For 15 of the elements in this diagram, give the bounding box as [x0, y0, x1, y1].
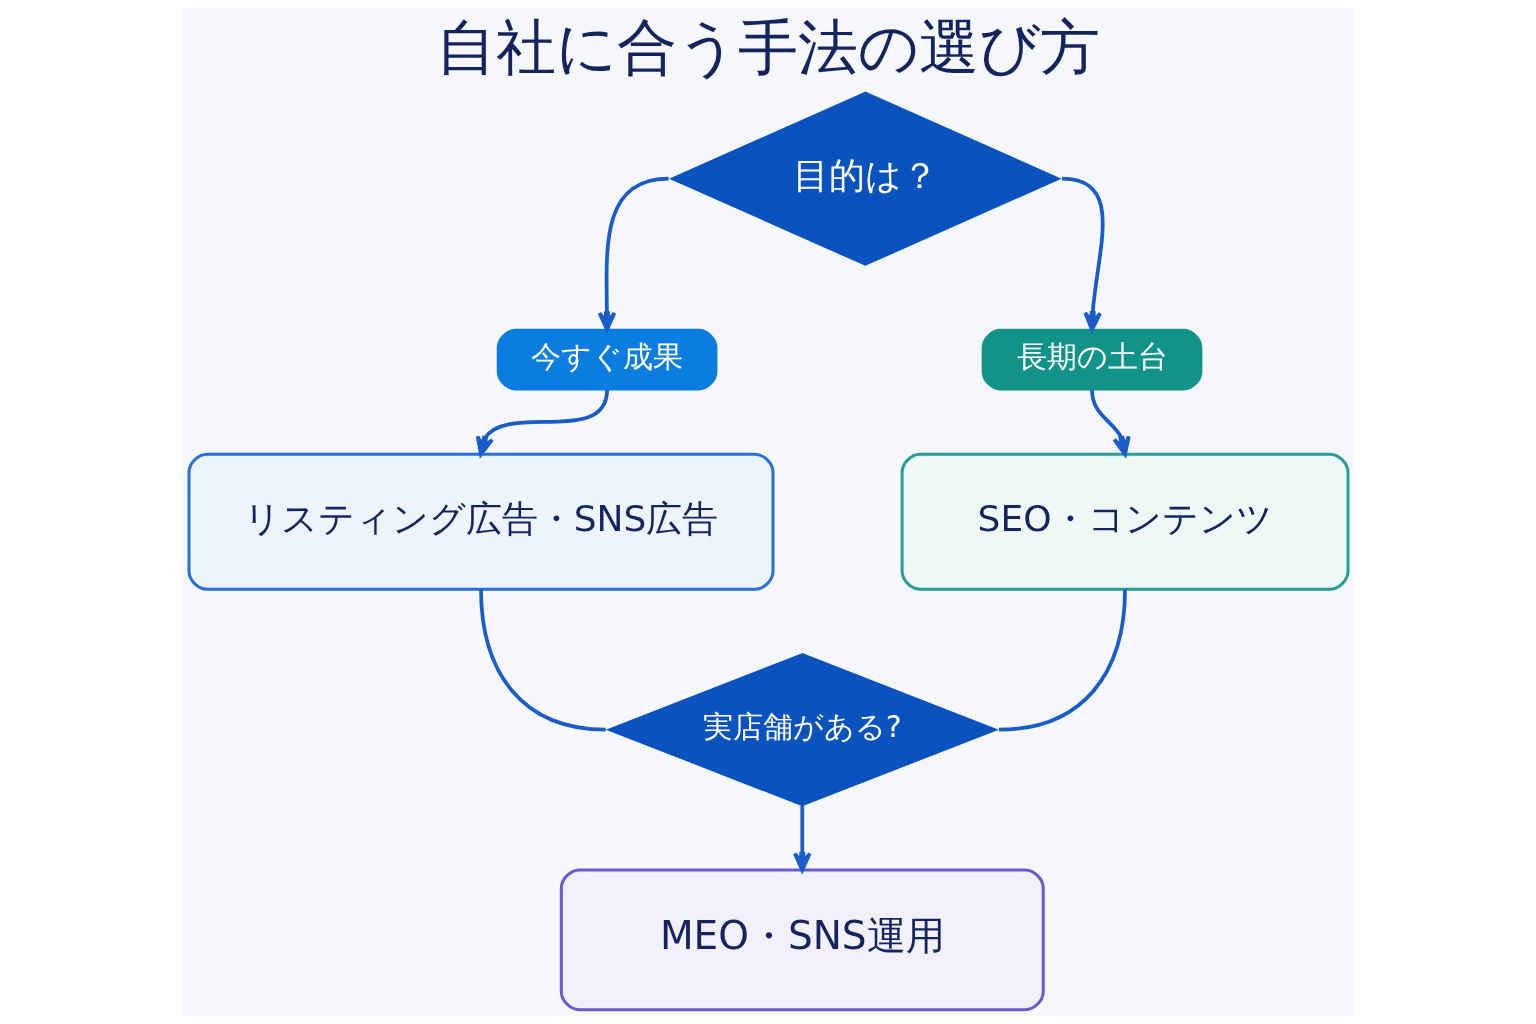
connector	[998, 589, 1127, 732]
node-box: リスティング広告・SNS広告	[187, 452, 774, 591]
arrow	[597, 176, 669, 332]
arrow	[792, 805, 812, 872]
diagram-title: 自社に合う手法の選び方	[436, 12, 1100, 83]
node-diamond: 目的は？	[668, 91, 1062, 266]
node-diamond: 実店舗がある?	[605, 653, 999, 807]
node-box: MEO・SNS運用	[559, 868, 1045, 1012]
connector	[478, 589, 606, 732]
arrow	[1061, 176, 1105, 332]
arrow	[475, 389, 609, 457]
node-box: SEO・コンテンツ	[900, 452, 1349, 591]
arrow	[1089, 389, 1131, 457]
node-box: 今すぐ成果	[496, 328, 717, 391]
node-box: 長期の土台	[981, 328, 1202, 391]
